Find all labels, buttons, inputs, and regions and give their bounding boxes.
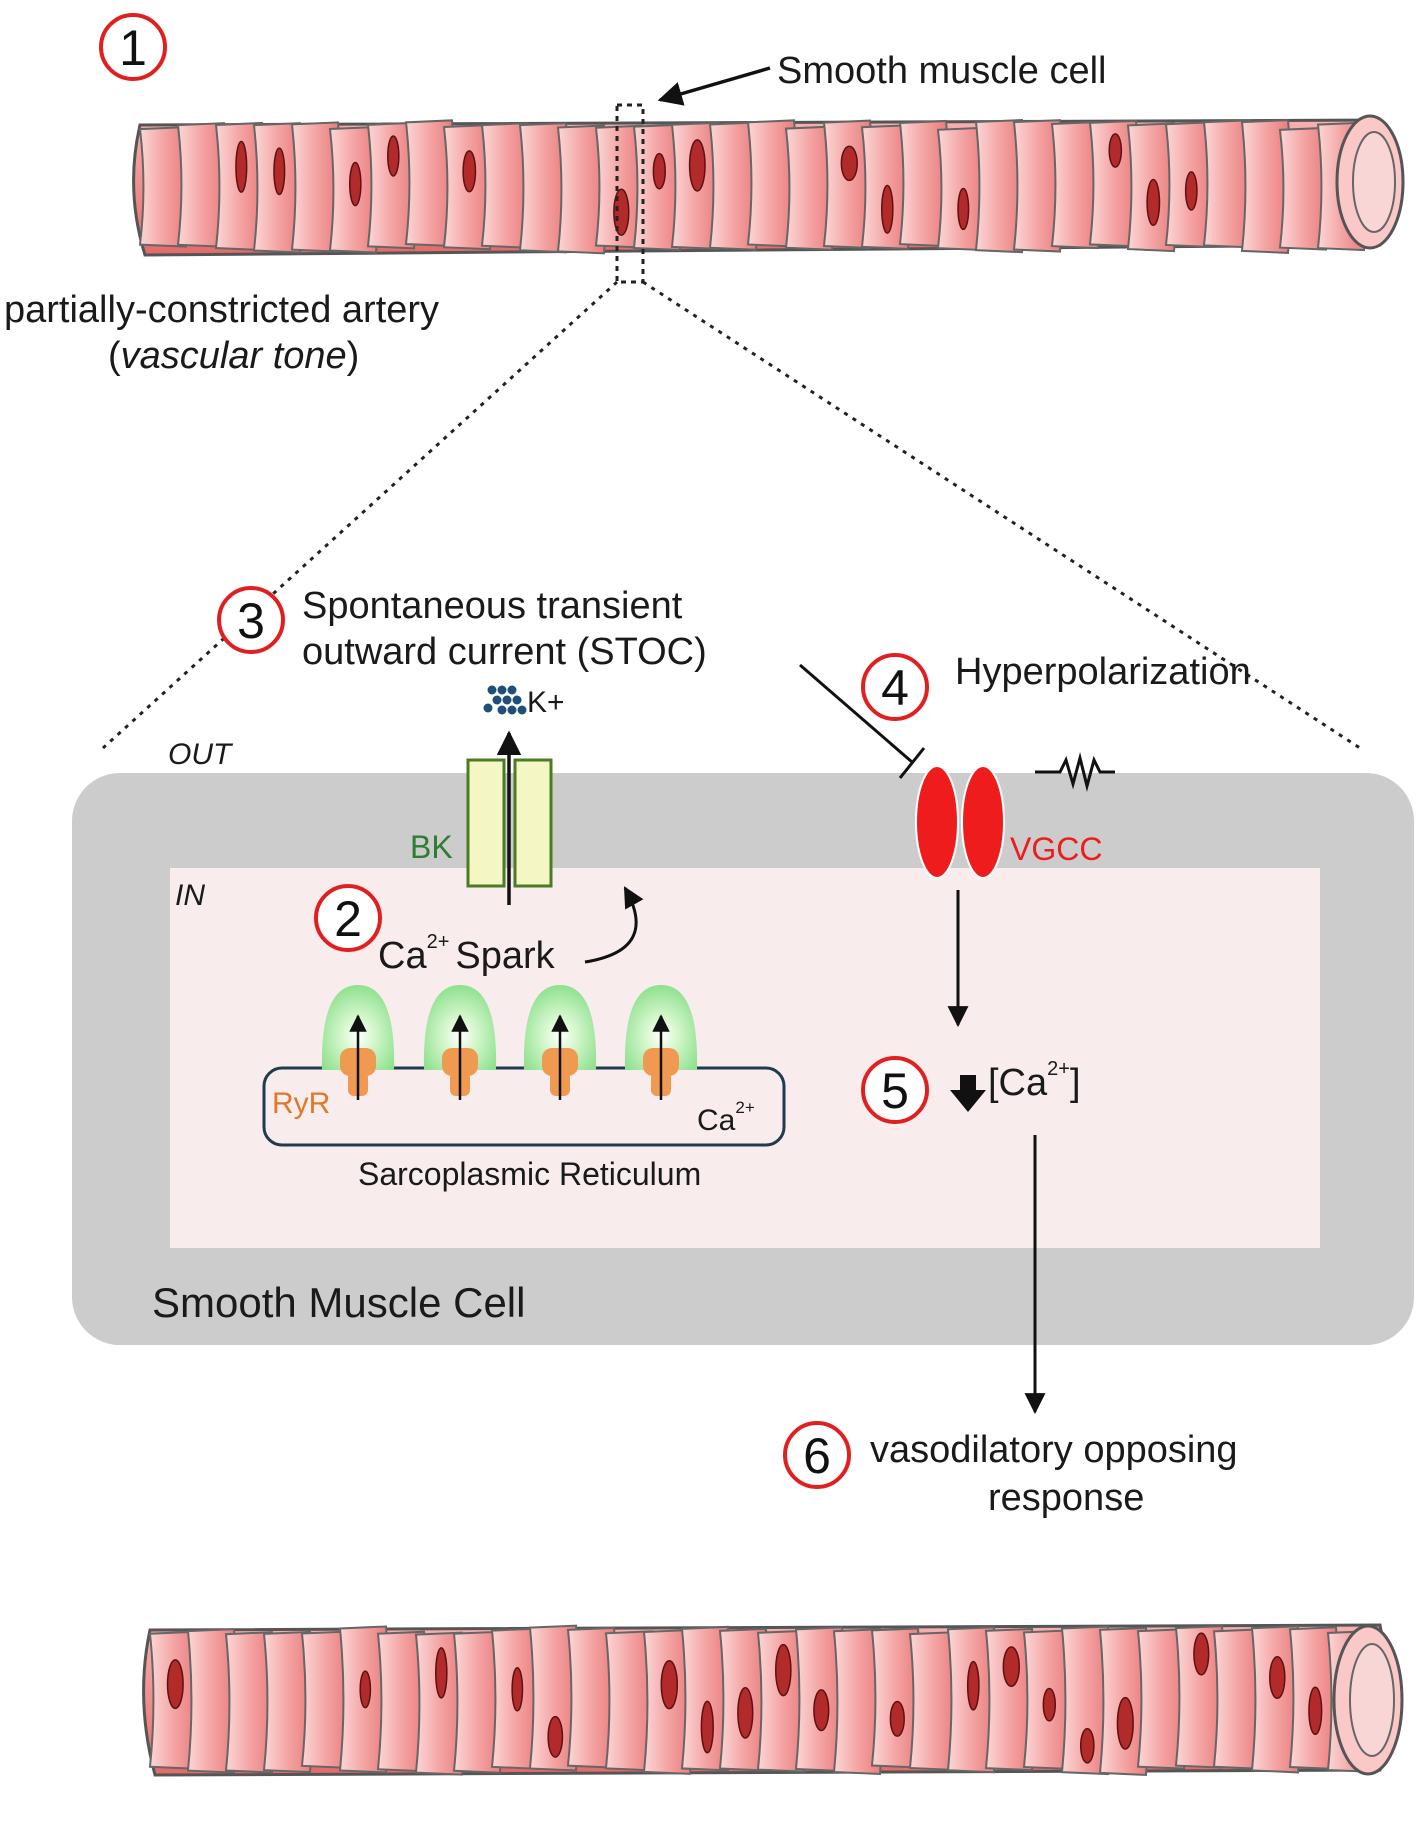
- nucleus: [813, 1689, 830, 1732]
- vasodilatory-line1: vasodilatory opposing: [870, 1429, 1238, 1471]
- nucleus: [273, 147, 286, 196]
- nucleus: [1269, 1655, 1286, 1700]
- step-number: 6: [803, 1428, 831, 1484]
- nucleus: [957, 187, 970, 231]
- nucleus: [688, 139, 706, 192]
- nucleus: [889, 1700, 905, 1737]
- nucleus: [547, 1715, 564, 1758]
- nucleus: [1079, 1727, 1095, 1764]
- vgcc-label: VGCC: [1010, 831, 1102, 867]
- step-4: 4: [861, 653, 929, 721]
- nucleus: [235, 140, 248, 193]
- step-6: 6: [783, 1421, 851, 1489]
- decrease-arrow-icon: [950, 1075, 986, 1112]
- ryr-label: RyR: [272, 1087, 330, 1120]
- step-number: 1: [119, 20, 147, 76]
- nucleus: [462, 150, 477, 193]
- step-number: 2: [334, 891, 362, 947]
- nucleus: [774, 1643, 792, 1697]
- inhibition-bar: [898, 747, 926, 779]
- nucleus: [1002, 1646, 1021, 1688]
- bk-label: BK: [410, 829, 453, 865]
- nucleus: [840, 145, 858, 182]
- zoom-line-right: [642, 280, 1361, 750]
- vasodilatory-line2: response: [988, 1477, 1144, 1519]
- spark: [321, 985, 395, 1100]
- nucleus: [1193, 1632, 1210, 1676]
- selection-box: [615, 103, 645, 284]
- step-1: 1: [99, 13, 167, 81]
- nucleus: [737, 1687, 754, 1739]
- sparks: [321, 985, 698, 1100]
- spark: [624, 985, 698, 1100]
- smooth-muscle-cell-arrow: [657, 66, 771, 106]
- k-label: K+: [527, 686, 565, 719]
- nucleus: [348, 161, 362, 207]
- sr-label: Sarcoplasmic Reticulum: [358, 1156, 701, 1192]
- spark: [423, 985, 497, 1100]
- nucleus: [660, 1659, 679, 1710]
- nucleus: [387, 135, 400, 177]
- nucleus: [881, 184, 894, 234]
- sr-ca-label: Ca2+: [697, 1098, 755, 1137]
- spark-to-bk-arrow: [584, 886, 644, 964]
- nucleus: [700, 1700, 714, 1754]
- cell-title: Smooth Muscle Cell: [152, 1279, 525, 1326]
- inhibition-line: [799, 663, 913, 764]
- nucleus: [166, 1659, 184, 1710]
- nucleus: [435, 1647, 448, 1699]
- spark: [523, 985, 597, 1100]
- artery-top: [132, 114, 1405, 257]
- vascular-tone-label: (vascular tone): [108, 335, 359, 377]
- artery-label: partially-constricted artery: [4, 289, 439, 331]
- bk-channel: [466, 758, 553, 888]
- vgcc-channel: [915, 765, 1005, 879]
- stoc-line1: Spontaneous transient: [302, 585, 683, 627]
- nucleus: [1308, 1686, 1323, 1736]
- nucleus: [1116, 1696, 1134, 1750]
- hyperpolarization-label: Hyperpolarization: [955, 651, 1251, 693]
- ca-spark-label: Ca2+Spark: [378, 931, 556, 977]
- k-ions: [483, 685, 527, 715]
- nucleus: [1108, 133, 1123, 168]
- step-5: 5: [861, 1056, 929, 1124]
- step-2: 2: [314, 884, 382, 952]
- ca-concentration-label: [Ca2+]: [988, 1058, 1081, 1104]
- step-number: 4: [881, 660, 909, 716]
- step-3: 3: [217, 586, 285, 654]
- out-label: OUT: [168, 738, 234, 771]
- smooth-muscle-cell: [72, 773, 1414, 1345]
- in-label: IN: [175, 879, 205, 912]
- nucleus: [1146, 178, 1161, 227]
- step-number: 3: [237, 593, 265, 649]
- smooth-muscle-cell-label: Smooth muscle cell: [777, 50, 1106, 92]
- nucleus: [359, 1670, 372, 1709]
- stoc-line2: outward current (STOC): [302, 631, 707, 673]
- step-number: 5: [881, 1063, 909, 1119]
- nucleus: [1184, 171, 1198, 211]
- nucleus: [511, 1666, 524, 1712]
- nucleus: [1042, 1687, 1057, 1722]
- nucleus: [652, 152, 666, 190]
- voltage-symbol: [1035, 752, 1115, 792]
- nucleus: [966, 1660, 980, 1711]
- artery-bottom: [142, 1623, 1404, 1777]
